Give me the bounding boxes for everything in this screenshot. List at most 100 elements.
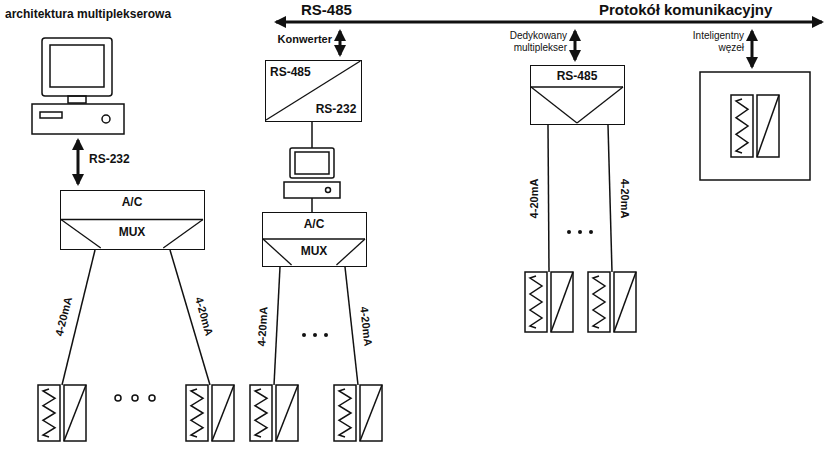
transmitter-diagonal xyxy=(360,385,382,441)
dedicated-mux-box: RS-485 xyxy=(530,65,625,125)
resistor-zigzag xyxy=(339,389,351,437)
computer-icon xyxy=(50,45,104,87)
device-name: Konwerter xyxy=(277,33,333,46)
rs485-bus xyxy=(276,22,822,23)
symbol-line xyxy=(577,87,623,123)
transmitter-diagonal xyxy=(212,385,234,441)
resistor-zigzag xyxy=(530,276,542,328)
device-name: Inteligentny węzeł xyxy=(673,30,745,54)
signal-name: 4-20mA xyxy=(619,177,632,219)
box-text: RS-485 xyxy=(270,65,311,79)
sensor-body xyxy=(588,272,610,332)
bus-drop-arrow xyxy=(339,31,342,55)
wire xyxy=(345,267,358,385)
rs232-arrow xyxy=(77,140,80,184)
box-text: MUX xyxy=(119,225,146,239)
resistor-zigzag xyxy=(593,276,605,328)
computer-icon xyxy=(295,152,329,174)
transmitter-diagonal xyxy=(551,272,573,332)
ellipsis-dots xyxy=(132,395,138,401)
bus-name: RS-485 xyxy=(300,1,353,19)
symbol-line xyxy=(163,220,203,249)
symbol-line xyxy=(61,220,101,249)
box-text: A/C xyxy=(122,195,143,209)
sensor-body xyxy=(525,272,547,332)
computer-icon xyxy=(284,148,340,198)
bus-drop-arrow xyxy=(751,31,754,67)
ellipsis-dots xyxy=(149,395,155,401)
ellipsis-dots xyxy=(115,395,121,401)
computer-icon xyxy=(68,96,86,103)
box-text: RS-232 xyxy=(316,102,357,116)
ellipsis-dots xyxy=(324,333,328,337)
transmitter-diagonal xyxy=(64,385,86,441)
protocol-note: Protokół komunikacyjny xyxy=(598,1,773,19)
computer-icon xyxy=(32,38,124,134)
transmitter-diagonal xyxy=(276,385,298,441)
transmitter-body xyxy=(276,385,298,441)
symbol-line xyxy=(61,219,203,220)
transmitter-body xyxy=(212,385,234,441)
wire xyxy=(274,267,280,385)
device-name: Dedykowany multiplekser xyxy=(476,30,568,54)
computer-icon xyxy=(32,104,124,134)
resistor-zigzag xyxy=(191,389,203,437)
signal-name: 4-20mA xyxy=(357,305,374,348)
box-text: MUX xyxy=(301,244,328,258)
wire xyxy=(608,125,612,272)
wire xyxy=(311,198,313,212)
ellipsis-dots xyxy=(589,230,593,234)
rs232-arrow xyxy=(77,140,80,184)
section-title: architektura multiplekserowa xyxy=(4,7,172,21)
sensor-body xyxy=(731,95,753,157)
converter-box: RS-485RS-232 xyxy=(265,60,362,122)
resistor-zigzag xyxy=(43,389,55,437)
wire xyxy=(548,125,549,272)
rs485-bus xyxy=(276,21,822,24)
symbol-line xyxy=(263,238,365,239)
transmitter-diagonal xyxy=(757,95,779,157)
symbol-line xyxy=(263,239,292,265)
multiplexer-box: A/C MUX xyxy=(262,212,367,267)
bus-drop-arrow xyxy=(574,31,577,60)
box-text: RS-485 xyxy=(557,69,598,83)
ellipsis-dots xyxy=(115,395,155,401)
intelligent-node-housing xyxy=(700,72,810,180)
signal-name: 4-20mA xyxy=(53,294,76,338)
ellipsis-dots xyxy=(313,333,317,337)
computer-icon xyxy=(42,38,112,96)
symbol-line xyxy=(531,87,577,123)
transmitter-body xyxy=(64,385,86,441)
wire xyxy=(62,122,612,385)
transmitter-diagonal xyxy=(614,272,636,332)
intelligent-node-housing xyxy=(700,72,810,180)
transmitter-body xyxy=(614,272,636,332)
sensor-body xyxy=(250,385,272,441)
transmitter-body xyxy=(757,95,779,157)
signal-name: 4-20mA xyxy=(255,305,270,347)
computer-icon xyxy=(290,148,334,178)
sensor-body xyxy=(38,385,60,441)
symbol-line xyxy=(266,61,360,120)
multiplexer-box: A/C MUX xyxy=(60,190,205,250)
sensor-symbol xyxy=(38,95,779,441)
sensor-body xyxy=(334,385,356,441)
resistor-zigzag xyxy=(736,99,748,153)
sensor-body xyxy=(186,385,208,441)
computer-icon xyxy=(326,188,331,193)
transmitter-body xyxy=(360,385,382,441)
wire xyxy=(311,122,313,148)
symbol-line xyxy=(531,86,623,87)
computer-icon xyxy=(102,115,110,123)
ellipsis-dots xyxy=(567,230,571,234)
ellipsis-dots xyxy=(578,230,582,234)
ellipsis-dots xyxy=(302,333,306,337)
box-text: A/C xyxy=(304,217,325,231)
interface-name: RS-232 xyxy=(88,152,131,166)
resistor-zigzag xyxy=(255,389,267,437)
bus-drop-arrow xyxy=(340,31,752,67)
signal-name: 4-20mA xyxy=(529,177,542,219)
computer-icon xyxy=(284,182,340,198)
signal-name: 4-20mA xyxy=(192,294,216,338)
